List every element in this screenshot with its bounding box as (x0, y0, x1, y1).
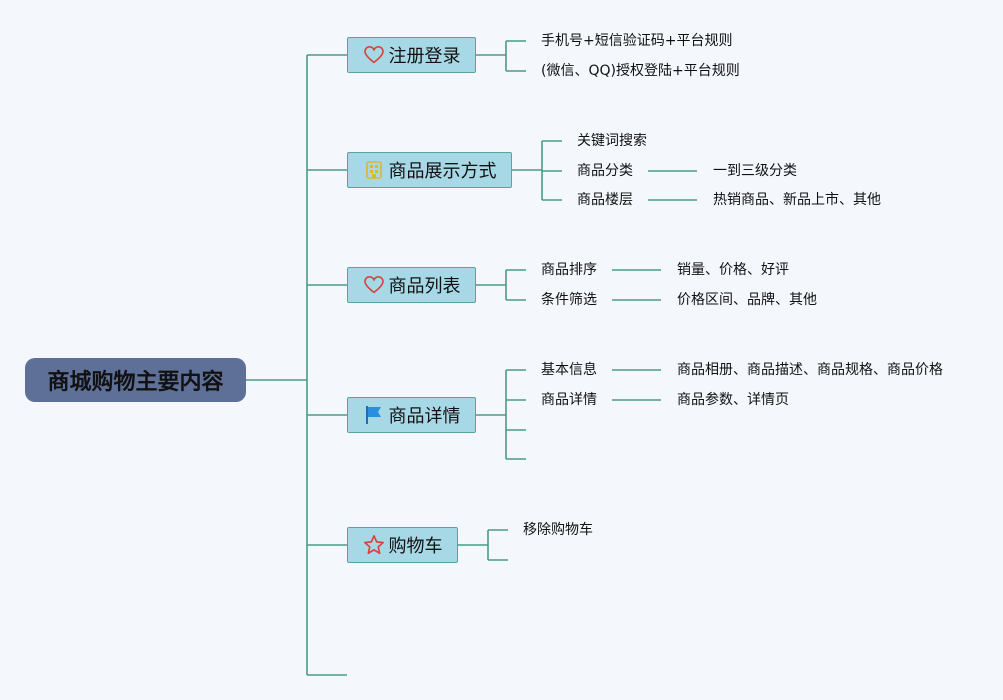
leaf-item[interactable]: 手机号+短信验证码+平台规则 (541, 33, 733, 49)
leaf-detail[interactable]: 商品相册、商品描述、商品规格、商品价格 (677, 362, 943, 378)
branch-register-login[interactable]: 注册登录 (347, 37, 476, 73)
flag-icon (363, 404, 385, 426)
root-label: 商城购物主要内容 (47, 370, 224, 395)
leaf-item[interactable]: 商品分类 (577, 163, 633, 179)
leaf-item[interactable]: 移除购物车 (523, 522, 593, 538)
leaf-detail[interactable]: 销量、价格、好评 (677, 262, 789, 278)
heart-icon (363, 44, 385, 66)
leaf-detail[interactable]: 热销商品、新品上市、其他 (713, 192, 881, 208)
branch-label: 购物车 (388, 536, 443, 557)
leaf-detail[interactable]: 一到三级分类 (713, 163, 797, 179)
branch-label: 注册登录 (388, 46, 461, 67)
leaf-item[interactable]: 商品详情 (541, 392, 597, 408)
leaf-detail[interactable]: 价格区间、品牌、其他 (677, 292, 817, 308)
leaf-item[interactable]: (微信、QQ)授权登陆+平台规则 (541, 63, 740, 79)
leaf-item[interactable]: 商品排序 (541, 262, 597, 278)
branch-product-detail[interactable]: 商品详情 (347, 397, 476, 433)
branch-product-display[interactable]: 商品展示方式 (347, 152, 512, 188)
branch-product-list[interactable]: 商品列表 (347, 267, 476, 303)
branch-label: 商品详情 (388, 406, 461, 427)
leaf-item[interactable]: 关键词搜索 (577, 133, 647, 149)
branch-shopping-cart[interactable]: 购物车 (347, 527, 458, 563)
leaf-item[interactable]: 条件筛选 (541, 292, 597, 308)
root-node[interactable]: 商城购物主要内容 (25, 358, 246, 402)
building-icon (363, 159, 385, 181)
leaf-item[interactable]: 商品楼层 (577, 192, 633, 208)
leaf-detail[interactable]: 商品参数、详情页 (677, 392, 789, 408)
branch-label: 商品展示方式 (388, 161, 497, 182)
branch-label: 商品列表 (388, 276, 461, 297)
heart-icon (363, 274, 385, 296)
leaf-item[interactable]: 基本信息 (541, 362, 597, 378)
star-icon (363, 534, 385, 556)
